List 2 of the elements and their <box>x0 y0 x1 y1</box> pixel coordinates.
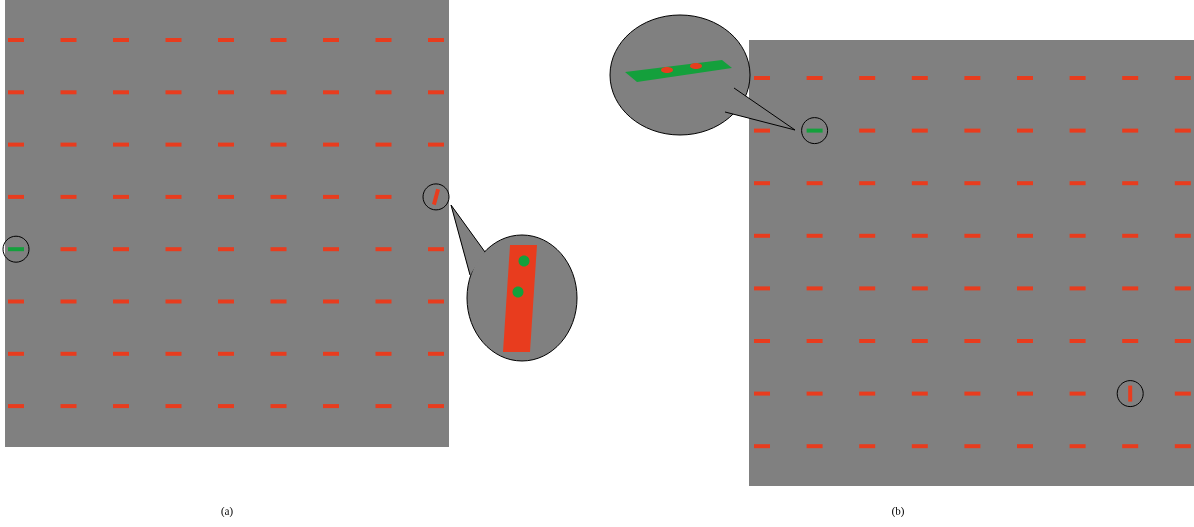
panel-label: (a) <box>221 507 233 517</box>
panel-label: (b) <box>892 507 904 517</box>
